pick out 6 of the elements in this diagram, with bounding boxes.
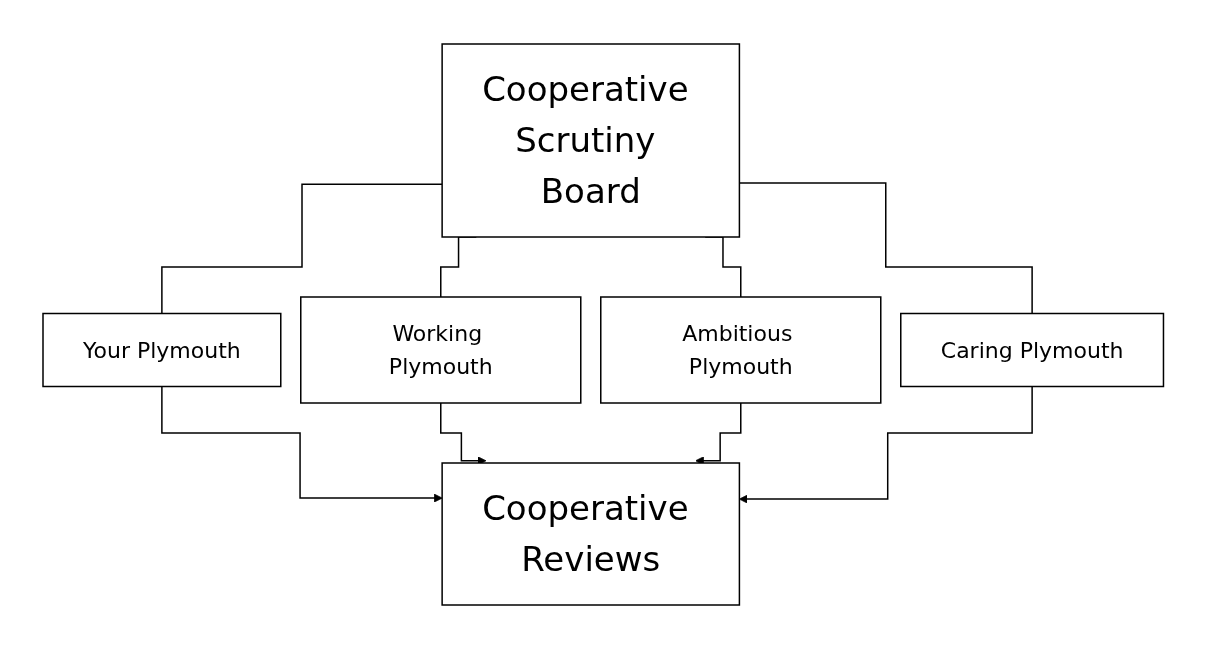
- node-box: Working Plymouth: [299, 296, 582, 404]
- node-box: Your Plymouth: [42, 312, 282, 388]
- node-box: Cooperative Reviews: [441, 462, 740, 606]
- node-box: Ambitious Plymouth: [599, 296, 882, 404]
- node-box: Cooperative Scrutiny Board: [441, 43, 740, 238]
- node-box: Caring Plymouth: [899, 312, 1164, 388]
